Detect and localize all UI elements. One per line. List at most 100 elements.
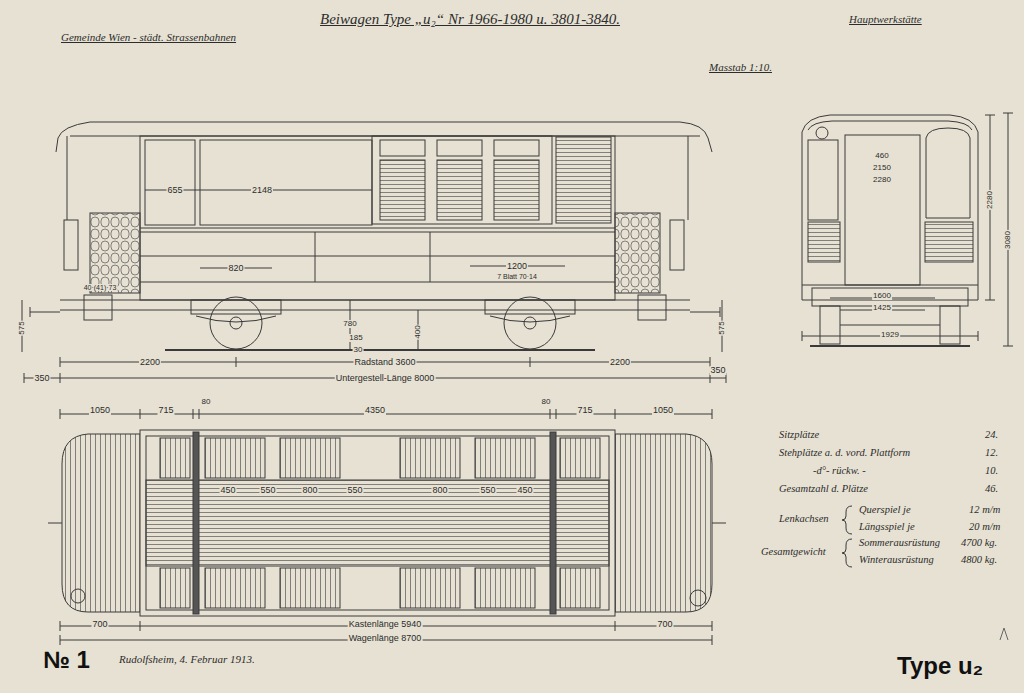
dimension-label: 575 (18, 320, 26, 335)
side-view (145, 140, 195, 225)
dimension-label: Kastenlänge 5940 (348, 620, 423, 629)
drawing-title: Beiwagen Type „u₂“ Nr 1966-1980 u. 3801-… (319, 12, 621, 27)
plan-view (48, 409, 726, 645)
dimension-label: 80 (541, 398, 552, 406)
dimension-label: 700 (91, 620, 108, 629)
dimension-label: 1425 (872, 304, 892, 312)
text-label: Lenkachsen (778, 514, 830, 525)
text-label: 12 m/m (968, 505, 1001, 516)
text-label: Masstab 1:10. (708, 62, 773, 73)
plan-view (550, 432, 556, 614)
side-view (90, 213, 140, 293)
text-label: 12. (984, 448, 999, 459)
side-view (140, 256, 615, 257)
text-label: Gesamtzahl d. Plätze (778, 484, 869, 495)
dimension-label: 2148 (251, 186, 273, 195)
text-label: 20 m/m (968, 522, 1001, 533)
dimension-label: 715 (157, 406, 174, 415)
side-view (191, 300, 281, 314)
text-label: 46. (984, 484, 999, 495)
side-view (22, 122, 726, 383)
plan-view (60, 621, 712, 631)
text-label: Type u₂ (896, 654, 984, 678)
end-view (808, 140, 838, 220)
side-view (494, 140, 539, 156)
side-view (60, 310, 690, 311)
side-view (615, 213, 660, 293)
text-label: Gesamtgewicht (760, 547, 827, 558)
side-view (24, 373, 726, 383)
dimension-label: 3080 (1004, 230, 1012, 250)
dimension-label: 550 (259, 486, 276, 495)
text-label: 4800 kg. (960, 555, 998, 566)
side-view (30, 307, 60, 317)
dimension-label: 2280 (986, 190, 994, 210)
text-label: Stehplätze a. d. vord. Plattform (778, 448, 911, 459)
dimension-label: 2280 (872, 176, 892, 184)
plan-view (48, 523, 726, 524)
text-label: -d°- rückw. - (812, 466, 867, 477)
side-view (210, 297, 262, 349)
side-view (494, 160, 539, 220)
table-braces (842, 506, 1008, 640)
dimension-label: 350 (709, 366, 726, 375)
end-view (802, 285, 978, 286)
plan-view (140, 430, 615, 616)
text-label: Querspiel je (858, 505, 912, 516)
side-view (165, 349, 595, 351)
end-view (940, 306, 960, 344)
end-view (816, 127, 828, 139)
side-view (437, 140, 482, 156)
dimension-label: 450 (219, 486, 236, 495)
text-label: Winterausrüstung (858, 555, 935, 566)
dimension-label: 780 (342, 320, 357, 328)
plan-view (615, 434, 712, 612)
dimension-label: 450 (516, 486, 533, 495)
text-label: № 1 (42, 648, 91, 672)
dimension-label: 400 (414, 324, 422, 339)
dimension-label: 700 (656, 620, 673, 629)
side-view (490, 316, 570, 322)
dimension-label: 1050 (652, 406, 674, 415)
dimension-label: 7 Blatt 70·14 (496, 273, 538, 280)
side-view (140, 232, 615, 233)
end-view (926, 128, 970, 218)
side-view (437, 160, 482, 220)
dimension-label: 1200 (506, 262, 528, 271)
plan-view (280, 438, 340, 478)
side-view (690, 307, 720, 317)
side-view (140, 228, 615, 229)
plan-view (475, 568, 535, 608)
dimension-label: 550 (479, 486, 496, 495)
plan-view (560, 438, 600, 478)
dimension-label: 40·(41)·73 (83, 284, 118, 291)
side-view (372, 136, 552, 224)
dimension-label: 2200 (139, 358, 161, 367)
text-label: Sommerausrüstung (858, 538, 941, 549)
side-view (556, 137, 611, 223)
text-label: Hauptwerkstätte (848, 14, 923, 25)
dimension-label: 575 (718, 320, 726, 335)
side-view (688, 136, 689, 220)
side-view (315, 232, 316, 282)
dimension-label: 715 (576, 406, 593, 415)
dimension-label: 800 (301, 486, 318, 495)
side-view (380, 140, 425, 156)
dimension-label: 460 (874, 152, 889, 160)
side-view (196, 316, 276, 322)
end-view (925, 222, 973, 262)
side-view (638, 295, 666, 320)
plan-view (400, 568, 460, 608)
table-braces (842, 539, 852, 567)
plan-view (193, 432, 199, 614)
text-label: 24. (984, 430, 999, 441)
dimension-label: Wagenlänge 8700 (348, 634, 423, 643)
plan-view (146, 436, 609, 610)
end-view (802, 115, 978, 300)
plan-view (205, 438, 265, 478)
side-view (380, 160, 425, 220)
side-view (56, 122, 712, 152)
dimension-label: 655 (166, 186, 183, 195)
